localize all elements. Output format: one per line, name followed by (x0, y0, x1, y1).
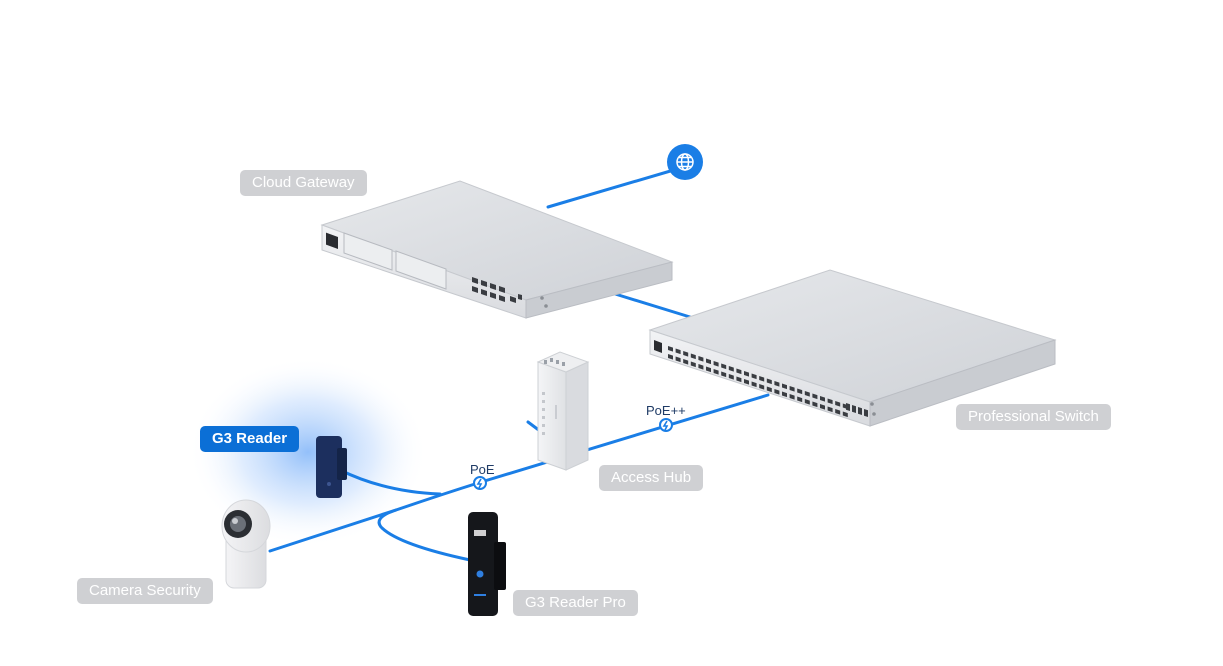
switch-port (751, 373, 757, 380)
switch-port (713, 361, 719, 367)
switch-port (789, 394, 795, 400)
cable-switch-reader-trunk (476, 393, 770, 485)
switch-port (820, 396, 825, 402)
g3-reader-highlight-glow (188, 357, 428, 547)
switch-port (842, 411, 848, 418)
switch-port (797, 388, 803, 395)
cloud-gateway-device (320, 180, 674, 319)
switch-port (812, 401, 818, 408)
switch-port (706, 358, 711, 365)
switch-port (698, 364, 704, 370)
switch-port (759, 376, 765, 382)
poe-label: PoE (470, 462, 495, 477)
switch-port (736, 376, 742, 383)
sfp-port (846, 403, 850, 411)
cloud-gateway-label: Cloud Gateway (240, 170, 367, 196)
poe-plus-plus-label: PoE++ (646, 403, 686, 418)
cable-gateway-switch (610, 291, 692, 319)
camera-security-device (221, 499, 271, 589)
cable-g3-reader-pro (377, 508, 472, 562)
switch-port (820, 404, 825, 410)
switch-port (721, 371, 727, 378)
switch-port (683, 351, 689, 357)
poe-marker (473, 476, 487, 490)
switch-port (675, 356, 681, 363)
switch-port (736, 368, 742, 375)
switch-port (728, 366, 734, 372)
switch-port (827, 398, 833, 405)
poe-plus-plus-marker (659, 418, 673, 432)
professional-switch-label: Professional Switch (956, 404, 1111, 430)
cable-camera (268, 481, 480, 553)
switch-port (683, 359, 689, 365)
switch-port (690, 361, 696, 368)
switch-port (774, 381, 780, 387)
g3-reader-pro-device (468, 512, 506, 616)
switch-port (690, 353, 696, 360)
internet-node (667, 144, 703, 180)
camera-security-label: Camera Security (77, 578, 213, 604)
switch-port (766, 378, 772, 385)
bolt-icon (662, 420, 669, 431)
bolt-icon (476, 478, 483, 489)
switch-port (835, 401, 841, 407)
switch-port (713, 369, 719, 375)
professional-switch-device (648, 269, 1057, 427)
switch-port (797, 396, 803, 403)
switch-port (782, 383, 787, 390)
sfp-port (852, 405, 856, 413)
g3-reader-device (316, 436, 347, 498)
cable-internet-gateway (546, 165, 686, 209)
switch-port (812, 393, 818, 400)
switch-port (804, 391, 810, 397)
switch-port (827, 406, 833, 413)
switch-port (721, 363, 727, 370)
switch-port (774, 389, 780, 395)
switch-port (744, 371, 749, 377)
access-hub-label: Access Hub (599, 465, 704, 491)
switch-port (728, 374, 734, 380)
sfp-port (858, 407, 862, 415)
switch-port (789, 386, 795, 392)
switch-port (744, 379, 749, 385)
switch-port (668, 346, 673, 352)
g3-reader-pro-label: G3 Reader Pro (513, 590, 638, 616)
switch-port (706, 366, 711, 373)
switch-port (751, 381, 757, 388)
cable-g3-reader (338, 468, 442, 496)
switch-port (668, 354, 673, 360)
access-hub-device (536, 351, 590, 471)
globe-icon (676, 153, 694, 171)
switch-port (804, 399, 810, 405)
cables (268, 165, 770, 562)
switch-port (759, 384, 765, 390)
switch-port (675, 348, 681, 355)
switch-port (766, 386, 772, 393)
g3-reader-label: G3 Reader (200, 426, 300, 452)
sfp-port (864, 409, 868, 417)
switch-port (782, 391, 787, 398)
switch-port (698, 356, 704, 362)
switch-port (835, 409, 841, 415)
